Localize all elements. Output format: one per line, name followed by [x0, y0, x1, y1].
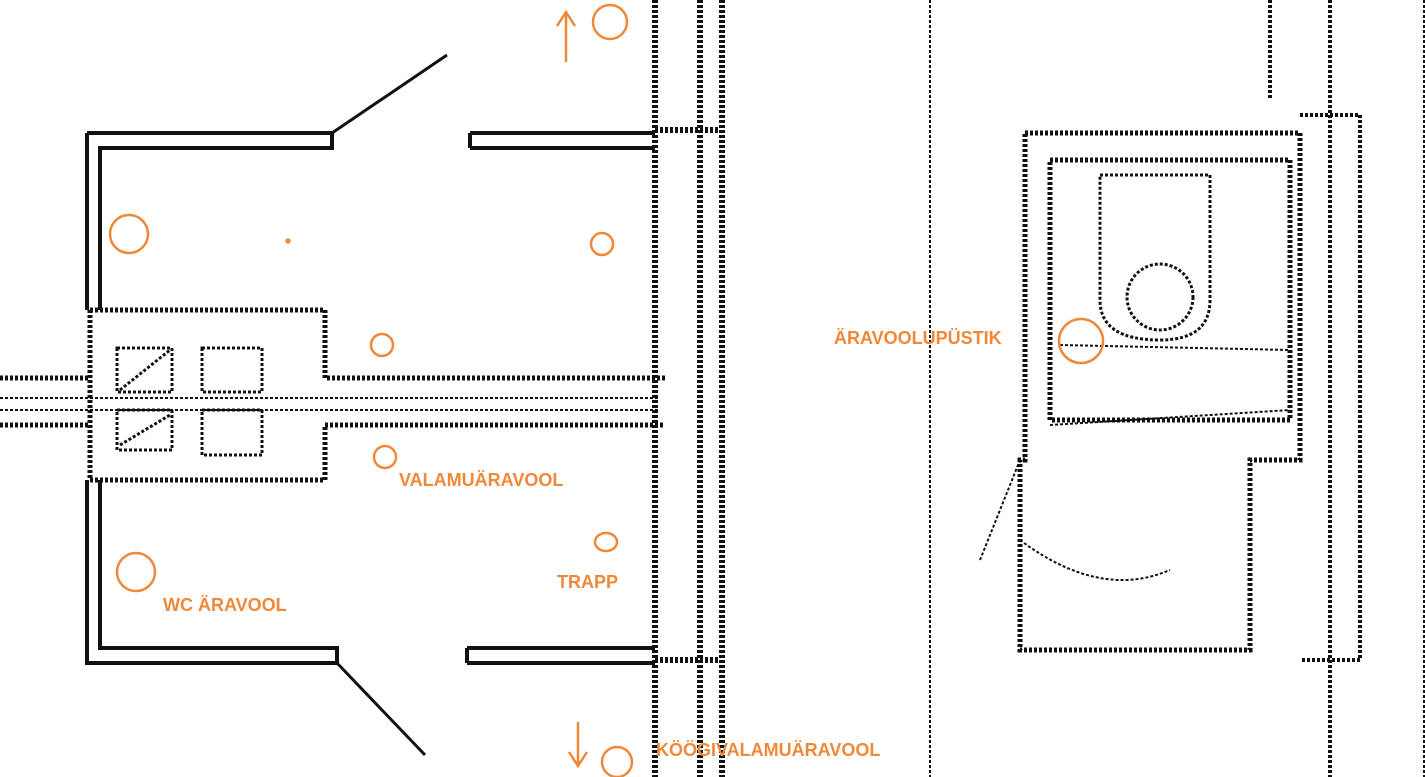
drain-markers [108, 3, 1105, 777]
label-kitchen-sink-drain: KÖÖGIVALAMUÄRAVOOL [656, 740, 881, 760]
drain-marker [591, 3, 629, 41]
label-sink-drain: VALAMUÄRAVOOL [399, 470, 564, 490]
arrow-up-icon [555, 9, 577, 62]
drain-marker [372, 444, 398, 470]
drain-marker [593, 531, 619, 553]
drain-marker [108, 213, 150, 255]
label-stairs: TRAPP [557, 572, 619, 592]
drain-marker [115, 551, 157, 593]
right-plan-walls [929, 0, 1425, 777]
label-drain-riser: ÄRAVOOLUPÜSTIK [834, 328, 1002, 348]
drain-marker [369, 332, 395, 358]
drain-marker [1057, 317, 1105, 365]
label-wc-drain: WC ÄRAVOOL [163, 595, 287, 615]
arrow-down-icon [567, 722, 589, 769]
left-plan-walls [0, 0, 725, 777]
drain-marker [589, 231, 615, 257]
drain-marker [600, 745, 634, 777]
